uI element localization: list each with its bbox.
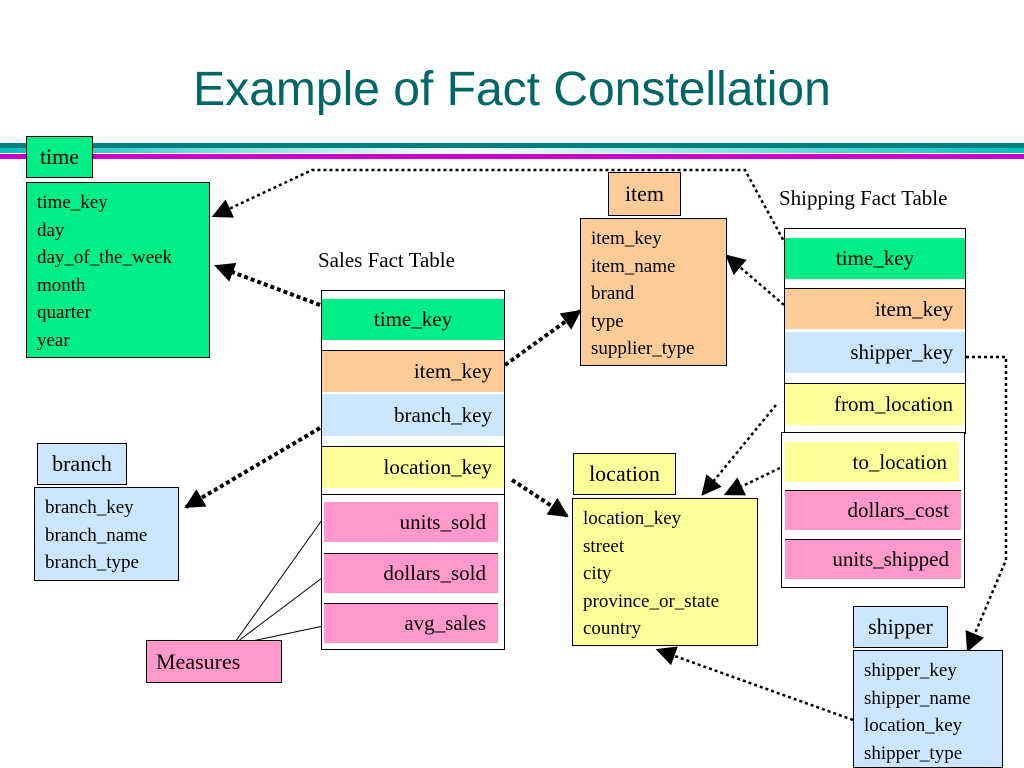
shipper-attr: shipper_key [864, 660, 957, 681]
shipping-field-units-shipped: units_shipped [785, 539, 961, 579]
slide-title: Example of Fact Constellation [193, 63, 831, 116]
shipping-fact-title: Shipping Fact Table [779, 186, 948, 210]
time-attr: year [37, 329, 70, 351]
header-bar-magenta [0, 154, 1024, 159]
location-attr: country [583, 618, 642, 639]
branch-attr: branch_name [45, 524, 148, 546]
location-attr: province_or_state [583, 590, 720, 612]
link-shipping-shipper [965, 355, 1008, 653]
item-dimension-table: item_key item_name brand type supplier_t… [580, 218, 727, 366]
measures-line-1 [232, 519, 323, 646]
measures-label-text: Measures [156, 648, 241, 674]
sales-field-branch-key: branch_key [322, 394, 504, 436]
location-attr: street [583, 535, 625, 557]
time-attr: day [37, 219, 65, 241]
header-bar-teal [0, 143, 1024, 148]
branch-attr: branch_key [45, 497, 134, 518]
item-attr: type [591, 310, 624, 332]
time-attr: time_key [37, 192, 108, 213]
link-shipping-from-location [701, 404, 777, 496]
time-attr: month [37, 274, 86, 296]
location-label-text: location [589, 461, 660, 486]
shipping-field-shipper-key: shipper_key [785, 332, 965, 373]
link-shipper-location [655, 646, 854, 722]
link-sales-location [510, 478, 569, 518]
branch-dimension-table: branch_key branch_name branch_type [34, 487, 179, 581]
branch-label-text: branch [52, 451, 112, 476]
link-sales-item [503, 309, 582, 367]
shipper-label-text: shipper [868, 614, 933, 639]
item-attr: supplier_type [591, 338, 695, 359]
location-dimension-label: location [573, 453, 676, 495]
time-attr: day_of_the_week [37, 247, 173, 268]
branch-attr: branch_type [45, 552, 139, 573]
shipper-dimension-label: shipper [853, 606, 948, 648]
item-dimension-label: item [608, 172, 681, 216]
branch-dimension-label: branch [37, 443, 127, 485]
sales-field-location-key: location_key [322, 446, 504, 488]
item-label-text: item [624, 181, 665, 206]
shipper-attr: location_key [864, 715, 963, 736]
shipping-field-to-location: to_location [785, 442, 959, 482]
link-shipping-to-location [723, 466, 781, 496]
sales-fact-title: Sales Fact Table [318, 248, 455, 272]
time-dimension-label: time [26, 136, 93, 178]
time-attr: quarter [37, 302, 91, 323]
link-sales-time [214, 262, 321, 307]
sales-field-dollars-sold: dollars_sold [324, 553, 498, 593]
item-attr: brand [591, 283, 635, 304]
measures-label: Measures [146, 640, 282, 683]
location-attr: location_key [583, 508, 682, 529]
item-attr: item_name [591, 255, 676, 277]
measures-line-2 [232, 577, 323, 646]
shipper-dimension-table: shipper_key shipper_name location_key sh… [853, 650, 1003, 768]
link-sales-branch [184, 426, 322, 509]
link-shipping-item [725, 254, 785, 306]
shipping-field-dollars-cost: dollars_cost [785, 490, 961, 530]
shipper-attr: shipper_type [864, 742, 963, 764]
sales-field-item-key: item_key [322, 350, 504, 392]
location-attr: city [583, 563, 612, 584]
location-dimension-table: location_key street city province_or_sta… [572, 498, 758, 646]
link-shipping-time [211, 168, 788, 246]
shipping-field-item-key: item_key [785, 288, 965, 329]
shipping-field-time-key: time_key [785, 238, 965, 279]
header-bar-cyan [0, 148, 1024, 153]
sales-field-avg-sales: avg_sales [324, 603, 498, 643]
item-attr: item_key [591, 228, 662, 249]
shipper-attr: shipper_name [864, 687, 971, 709]
sales-measures-box [321, 494, 505, 650]
time-label-text: time [39, 144, 80, 169]
time-dimension-table: time_key day day_of_the_week month quart… [26, 182, 210, 358]
sales-field-time-key: time_key [322, 299, 504, 340]
sales-field-units-sold: units_sold [324, 502, 498, 542]
shipping-field-from-location: from_location [785, 383, 965, 425]
